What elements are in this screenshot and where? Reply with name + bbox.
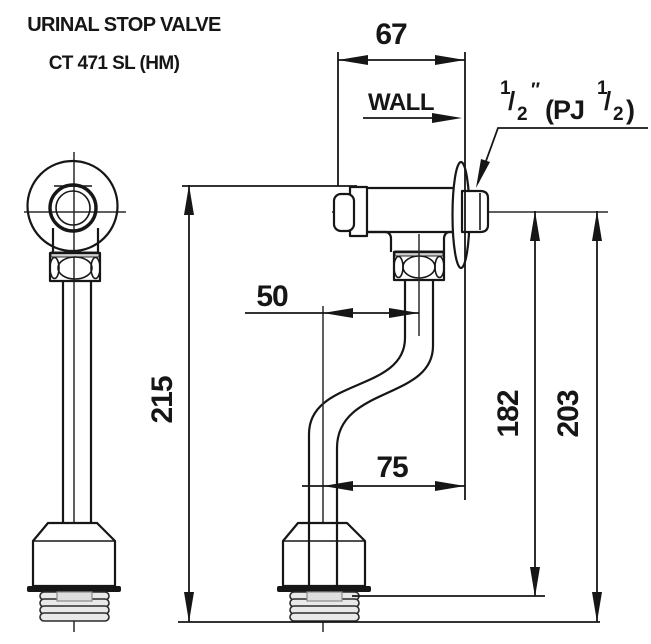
valve-cap [332,192,356,233]
side-base-rim [277,586,371,592]
dimension-67: 67 [337,18,466,500]
side-nut-left-facet [393,255,404,279]
valve-neck [367,230,458,252]
wall-arrowhead [432,113,462,123]
thread-pj-close: ) [626,95,634,125]
arrowhead-right [435,55,465,65]
front-base-rim [27,586,121,592]
front-view [24,152,126,632]
arrowhead-up [592,211,602,241]
thread-inch-mark: ″ [531,80,540,101]
thread-frac2-slash: / [604,86,611,116]
thread-frac1-numerator: 1 [500,78,511,99]
thread-pj-open: (PJ [545,95,584,125]
pipe-right-edge [335,280,435,600]
dim-75-label: 75 [376,451,408,484]
thread-frac2-denominator: 2 [613,104,624,125]
arrowhead-down [184,592,194,622]
arrowhead-up [184,185,194,215]
arrowhead-up [530,211,540,241]
front-nut-left-facet [49,256,60,280]
arrowhead-left [338,55,368,65]
front-nut-face [57,256,93,280]
wall-label: WALL [368,89,434,116]
side-pipe-inset [306,591,343,602]
drawing-title: URINAL STOP VALVE [27,14,221,36]
arrowhead-down [530,567,540,597]
title-block: URINAL STOP VALVE CT 471 SL (HM) [27,14,221,74]
dimension-50: 50 [245,280,419,318]
dim-203-label: 203 [552,390,585,437]
thread-frac1-denominator: 2 [517,104,528,125]
valve-body [358,186,460,234]
dim-215-label: 215 [146,376,179,423]
front-pipe-inset [56,591,93,602]
dimension-75: 75 [302,451,465,491]
thread-leader-line [477,127,648,184]
arrowhead-right [435,481,465,491]
thread-spec-label: 1 / 2 ″ (PJ 1 / 2 ) [500,78,635,125]
side-escutcheon [281,521,367,588]
cap-outer-ring [48,183,98,233]
model-number: CT 471 SL (HM) [49,53,180,74]
thread-spec-callout: 1 / 2 ″ (PJ 1 / 2 ) [476,78,648,188]
front-escutcheon [31,521,117,588]
dim-50-label: 50 [256,280,288,313]
arrowhead-left [323,308,353,318]
front-nut [48,251,102,283]
side-base [277,521,371,622]
dimension-203: 203 [552,211,602,622]
front-nut-right-facet [90,256,101,280]
side-nut-right-facet [434,255,445,279]
dimension-182: 182 [352,211,545,597]
front-threads [39,591,110,622]
dim-182-label: 182 [492,390,525,437]
cap-inner-ring [55,190,91,226]
side-thread-rib [289,612,360,622]
dim-67-label: 67 [375,18,407,51]
front-base [27,521,121,622]
dimension-215: 215 [146,185,357,622]
side-threads [289,591,360,622]
valve-head-circle [26,159,119,253]
thread-leader-arrowhead [476,159,490,188]
side-view [277,160,608,632]
inlet-nipple [460,189,490,234]
arrowhead-left [323,481,353,491]
arrowhead-down [592,592,602,622]
thread-frac1-slash: / [508,86,515,116]
wall-callout: WALL [363,89,462,123]
front-thread-rib [39,612,110,622]
pipe-left-edge [307,280,407,600]
thread-frac2-numerator: 1 [597,78,608,99]
arrowhead-right [389,308,419,318]
